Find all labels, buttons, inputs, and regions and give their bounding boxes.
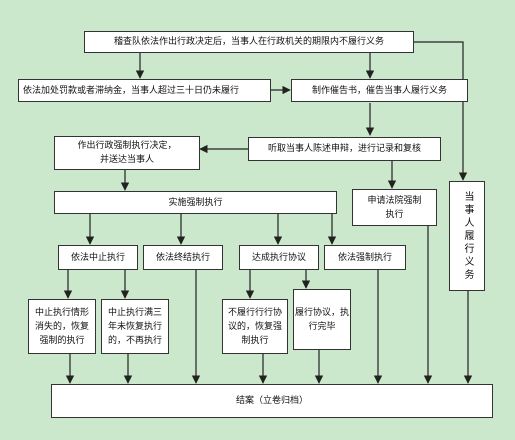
node-notice: 制作催告书，催告当事人履行义务 (291, 79, 468, 102)
node-agreement-breach: 不履行行行协 议的，恢复强 制执行 (222, 299, 288, 354)
node-implement: 实施强制执行 (54, 191, 337, 214)
node-suspend-three-years: 中止执行满三 年未恢复执行 的，不再执行 (101, 299, 169, 354)
node-court-enforce: 依法强制执行 (324, 245, 406, 270)
node-apply-court: 申请法院强制 执行 (352, 189, 437, 226)
node-agreement: 达成执行协议 (239, 245, 319, 270)
arrow-start-to-perform (414, 41, 468, 181)
node-suspend-resolved: 中止执行情形 消失的，恢复 强制的执行 (28, 299, 96, 354)
node-agreement-done: 履行协议，执 行完毕 (293, 289, 351, 350)
node-start: 稽查队依法作出行政决定后，当事人在行政机关的期限内不履行义务 (84, 31, 414, 53)
node-hearing: 听取当事人陈述申辩，进行记录和复核 (248, 137, 441, 161)
node-perform: 当事人履行义务 (449, 181, 485, 291)
node-decision: 作出行政强制执行决定， 并送达当事人 (54, 136, 200, 170)
node-terminate: 依法终结执行 (143, 245, 223, 270)
node-suspend: 依法中止执行 (58, 245, 138, 270)
node-close: 结案（立卷归档） (51, 384, 493, 418)
node-fine-overdue: 依法加处罚款或者滞纳金，当事人超过三十日仍未履行 (18, 79, 271, 102)
